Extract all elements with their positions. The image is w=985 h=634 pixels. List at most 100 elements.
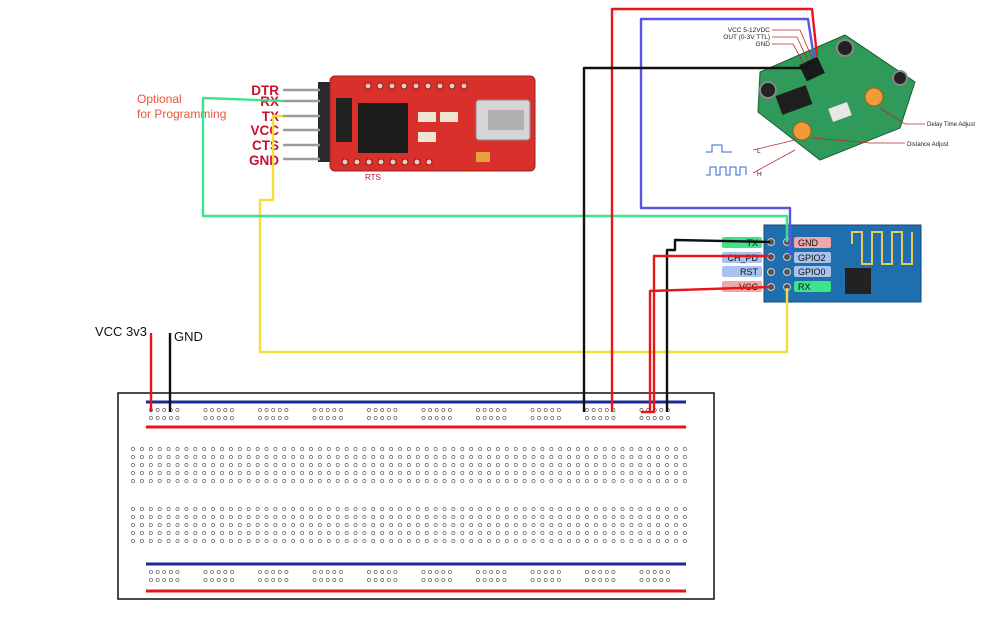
breadboard-hole [344, 471, 349, 475]
breadboard-hole [335, 515, 340, 519]
breadboard-hole [131, 455, 135, 459]
breadboard-hole [550, 408, 555, 412]
breadboard-hole [424, 447, 429, 451]
pir-sensor [757, 34, 916, 161]
breadboard-hole [665, 463, 669, 467]
breadboard-hole [326, 523, 331, 527]
breadboard-hole [166, 539, 171, 543]
breadboard-hole [558, 507, 563, 511]
breadboard-hole [593, 515, 598, 519]
breadboard-hole [300, 539, 305, 543]
breadboard-hole [638, 539, 643, 543]
breadboard-hole [482, 570, 487, 574]
breadboard-hole [237, 455, 242, 459]
breadboard-hole [674, 479, 678, 483]
breadboard-hole [202, 515, 207, 519]
breadboard-hole [271, 416, 276, 420]
breadboard-hole [367, 578, 371, 582]
breadboard-hole [451, 479, 456, 483]
breadboard-hole [326, 479, 331, 483]
breadboard-hole [131, 531, 135, 535]
breadboard-hole [522, 455, 527, 459]
breadboard-hole [300, 471, 305, 475]
breadboard-hole [246, 471, 251, 475]
breadboard-hole [326, 447, 331, 451]
breadboard-hole [487, 447, 491, 451]
breadboard-hole [175, 447, 180, 451]
breadboard-hole [656, 531, 661, 535]
wire-ftdi-tx-to-esp-rx [258, 114, 789, 354]
breadboard-hole [157, 507, 162, 511]
breadboard-hole [353, 447, 358, 451]
breadboard-hole [682, 515, 687, 519]
breadboard-hole [193, 507, 198, 511]
breadboard-hole [576, 515, 580, 519]
breadboard-hole [148, 463, 153, 467]
power-vcc-label: VCC 3v3 [95, 324, 147, 339]
breadboard-hole [386, 416, 391, 420]
ftdi-pad [401, 158, 409, 166]
breadboard-hole [335, 471, 340, 475]
ftdi-chip [358, 103, 408, 153]
ftdi-pad [413, 158, 421, 166]
breadboard-hole [428, 578, 433, 582]
breadboard-hole [598, 578, 603, 582]
breadboard-hole [442, 539, 447, 543]
power-gnd-label: GND [174, 329, 203, 344]
breadboard-hole [639, 416, 644, 420]
breadboard-hole [558, 531, 563, 535]
breadboard-hole [362, 479, 367, 483]
breadboard-hole [166, 471, 171, 475]
breadboard-hole [659, 408, 664, 412]
breadboard-hole [246, 479, 251, 483]
breadboard-hole [478, 479, 483, 483]
breadboard-hole [211, 507, 216, 511]
breadboard-hole [428, 416, 433, 420]
breadboard-hole [284, 416, 289, 420]
breadboard-hole [273, 515, 278, 519]
breadboard-hole [380, 507, 385, 511]
breadboard-hole [424, 531, 429, 535]
breadboard-hole [157, 523, 162, 527]
breadboard-hole [433, 507, 438, 511]
breadboard-hole [665, 479, 669, 483]
breadboard-hole [398, 507, 402, 511]
breadboard-hole [531, 455, 536, 459]
breadboard-hole [332, 408, 337, 412]
breadboard-hole [593, 531, 598, 535]
breadboard-hole [604, 578, 609, 582]
ftdi-pad [365, 158, 373, 166]
wire-esp-ch-pd [641, 254, 770, 414]
breadboard-hole [543, 416, 548, 420]
breadboard-hole [421, 416, 426, 420]
breadboard-hole [469, 471, 474, 475]
breadboard-hole [353, 531, 358, 535]
breadboard-hole [451, 515, 456, 519]
breadboard-hole [282, 523, 287, 527]
breadboard-hole [441, 570, 446, 574]
breadboard-hole [309, 531, 313, 535]
breadboard [117, 392, 715, 600]
breadboard-hole [530, 416, 535, 420]
breadboard-hole [469, 523, 474, 527]
breadboard-hole [184, 507, 189, 511]
breadboard-hole [258, 570, 262, 574]
breadboard-hole [424, 463, 429, 467]
breadboard-hole [647, 531, 652, 535]
breadboard-hole [237, 447, 242, 451]
breadboard-hole [202, 471, 207, 475]
breadboard-hole [558, 523, 563, 527]
breadboard-hole [421, 408, 426, 412]
breadboard-hole [216, 416, 221, 420]
breadboard-hole [353, 455, 358, 459]
breadboard-hole [558, 463, 563, 467]
breadboard-hole [682, 455, 687, 459]
breadboard-hole [380, 471, 385, 475]
breadboard-hole [549, 539, 554, 543]
breadboard-hole [273, 471, 278, 475]
breadboard-hole [228, 531, 233, 535]
breadboard-hole [184, 479, 189, 483]
ftdi-pin-vcc: VCC [250, 123, 279, 138]
breadboard-hole [451, 463, 456, 467]
breadboard-hole [433, 479, 438, 483]
